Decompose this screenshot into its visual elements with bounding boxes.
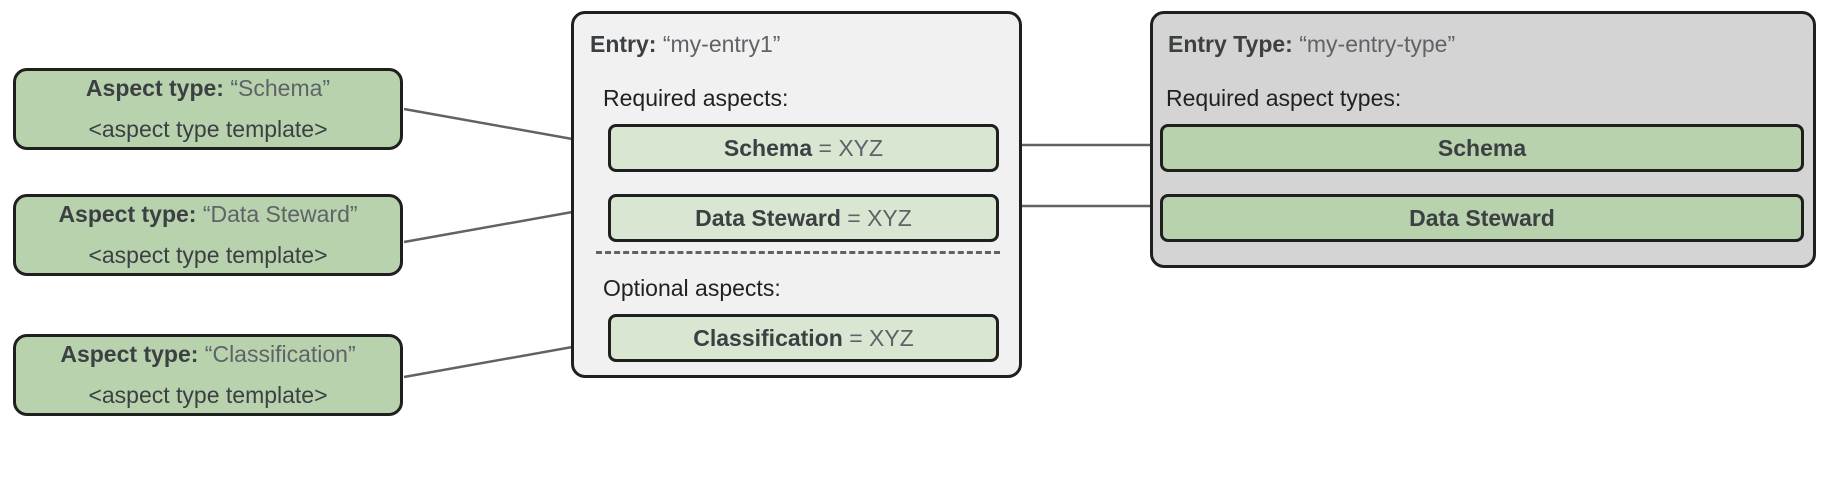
- aspect-type-card-classification[interactable]: Aspect type: “Classification” <aspect ty…: [13, 334, 403, 416]
- aspect-type-name: “Classification”: [204, 341, 356, 367]
- entry-label: Entry:: [590, 31, 657, 57]
- aspect-type-label: Aspect type:: [58, 201, 197, 227]
- entry-aspect-name: Schema: [723, 134, 813, 161]
- required-aspect-types-label: Required aspect types:: [1166, 85, 1402, 111]
- aspect-type-card-data-steward[interactable]: Aspect type: “Data Steward” <aspect type…: [13, 194, 403, 276]
- entry-aspect-schema[interactable]: Schema = XYZ: [608, 124, 999, 172]
- aspect-type-template: <aspect type template>: [88, 116, 328, 142]
- aspect-type-name: “Schema”: [230, 75, 331, 101]
- entry-type-panel[interactable]: Entry Type: “my-entry-type” Required asp…: [1150, 11, 1816, 268]
- aspect-type-card-title: Aspect type: “Schema”: [86, 75, 330, 102]
- entry-aspect-value: = XYZ: [849, 324, 914, 351]
- entry-name: “my-entry1”: [662, 31, 781, 57]
- aspect-type-label: Aspect type:: [85, 75, 224, 101]
- entry-aspect-data-steward[interactable]: Data Steward = XYZ: [608, 194, 999, 242]
- entry-aspect-name: Classification: [693, 324, 843, 351]
- entry-type-panel-title: Entry Type: “my-entry-type”: [1168, 30, 1455, 58]
- entry-aspect-classification[interactable]: Classification = XYZ: [608, 314, 999, 362]
- aspect-type-name: “Data Steward”: [202, 201, 358, 227]
- aspect-type-card-title: Aspect type: “Data Steward”: [58, 201, 357, 228]
- entry-aspect-value: = XYZ: [847, 204, 912, 231]
- required-aspects-label: Required aspects:: [603, 85, 789, 111]
- entry-type-aspect-data-steward[interactable]: Data Steward: [1160, 194, 1804, 242]
- aspect-section-divider: [596, 251, 1000, 254]
- entry-type-aspect-schema[interactable]: Schema: [1160, 124, 1804, 172]
- aspect-type-label: Aspect type:: [60, 341, 199, 367]
- entry-type-name: “my-entry-type”: [1299, 31, 1456, 57]
- entry-aspect-value: = XYZ: [818, 134, 884, 161]
- aspect-type-template: <aspect type template>: [88, 382, 328, 408]
- aspect-type-card-title: Aspect type: “Classification”: [60, 341, 355, 368]
- aspect-type-card-schema[interactable]: Aspect type: “Schema” <aspect type templ…: [13, 68, 403, 150]
- entry-panel-title: Entry: “my-entry1”: [590, 30, 780, 58]
- entry-aspect-name: Data Steward: [695, 204, 841, 231]
- entry-panel[interactable]: Entry: “my-entry1” Required aspects: Sch…: [571, 11, 1022, 378]
- aspect-type-template: <aspect type template>: [88, 242, 328, 268]
- optional-aspects-label: Optional aspects:: [603, 275, 781, 301]
- entry-type-label: Entry Type:: [1168, 31, 1293, 57]
